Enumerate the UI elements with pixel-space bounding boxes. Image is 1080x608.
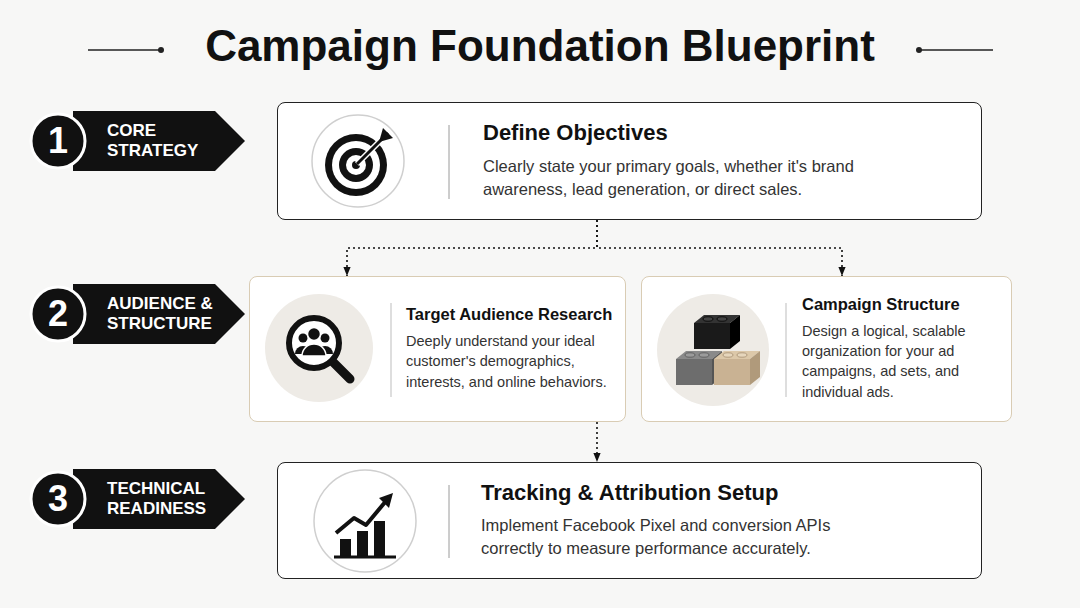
- black-brick: [694, 315, 740, 349]
- person: [308, 328, 321, 341]
- box-heading: Target Audience Research: [406, 305, 616, 325]
- content-box: Define ObjectivesClearly state your prim…: [277, 102, 982, 220]
- chart-bar: [340, 539, 351, 556]
- separator: [391, 303, 392, 397]
- audience-icon: [250, 277, 627, 423]
- title-rule-dot: [916, 47, 922, 53]
- dotted-connector: [347, 220, 597, 276]
- box-heading: Campaign Structure: [802, 295, 1001, 315]
- box-content: Define ObjectivesClearly state your prim…: [483, 120, 873, 201]
- person: [302, 344, 326, 356]
- step-badge: 1 CORE STRATEGY: [29, 111, 245, 171]
- step-number: 1: [30, 111, 86, 171]
- title-rule-line: [88, 49, 160, 51]
- step-badge: 3 TECHNICAL READINESS: [29, 469, 245, 529]
- icon-frame: [314, 470, 416, 572]
- dotted-connector: [597, 220, 842, 276]
- chart-bar: [374, 521, 385, 556]
- arrow-shaft: [357, 139, 382, 164]
- step-badge: 2 AUDIENCE & STRUCTURE: [29, 284, 245, 344]
- step-number: 3: [30, 469, 86, 529]
- box-body: Clearly state your primary goals, whethe…: [483, 155, 873, 201]
- trend-arrow: [336, 501, 386, 533]
- box-body: Deeply understand your ideal customer's …: [406, 331, 616, 392]
- box-body: Design a logical, scalable organization …: [802, 321, 1001, 402]
- box-content: Target Audience ResearchDeeply understan…: [406, 305, 616, 392]
- icon-frame: [265, 294, 373, 402]
- content-box: Campaign StructureDesign a logical, scal…: [641, 276, 1012, 422]
- step-label: AUDIENCE & STRUCTURE: [107, 294, 223, 333]
- box-content: Tracking & Attribution SetupImplement Fa…: [481, 480, 881, 561]
- content-box: Tracking & Attribution SetupImplement Fa…: [277, 462, 982, 579]
- step-label: CORE STRATEGY: [107, 121, 223, 160]
- separator: [449, 125, 450, 199]
- badge-banner: [73, 284, 245, 344]
- person: [299, 334, 308, 343]
- magnifier-handle: [333, 362, 350, 379]
- trend-arrow-head: [379, 493, 393, 508]
- icon-frame: [657, 294, 769, 406]
- badge-banner: [73, 469, 245, 529]
- badge-banner: [73, 111, 245, 171]
- step-number: 2: [30, 284, 86, 344]
- box-body: Implement Facebook Pixel and conversion …: [481, 514, 881, 560]
- arrow-halo: [357, 139, 382, 164]
- separator: [449, 485, 450, 558]
- title-rule-dot: [158, 47, 164, 53]
- box-heading: Define Objectives: [483, 120, 873, 146]
- chart-bar: [357, 531, 368, 556]
- tan-brick: [714, 351, 760, 385]
- content-box: Target Audience ResearchDeeply understan…: [249, 276, 626, 422]
- box-heading: Tracking & Attribution Setup: [481, 480, 881, 506]
- icon-frame: [312, 115, 404, 207]
- separator: [786, 303, 787, 397]
- step-label: TECHNICAL READINESS: [107, 479, 223, 518]
- chart-baseline: [334, 556, 396, 559]
- dotted-connector: [596, 422, 598, 462]
- target-ring: [325, 134, 387, 196]
- magnifier-lens: [289, 318, 339, 368]
- box-content: Campaign StructureDesign a logical, scal…: [802, 295, 1001, 402]
- diagram-title: Campaign Foundation Blueprint: [0, 20, 1080, 73]
- arrow-fletch: [379, 132, 393, 142]
- title-rule-line: [920, 49, 993, 51]
- person: [321, 334, 330, 343]
